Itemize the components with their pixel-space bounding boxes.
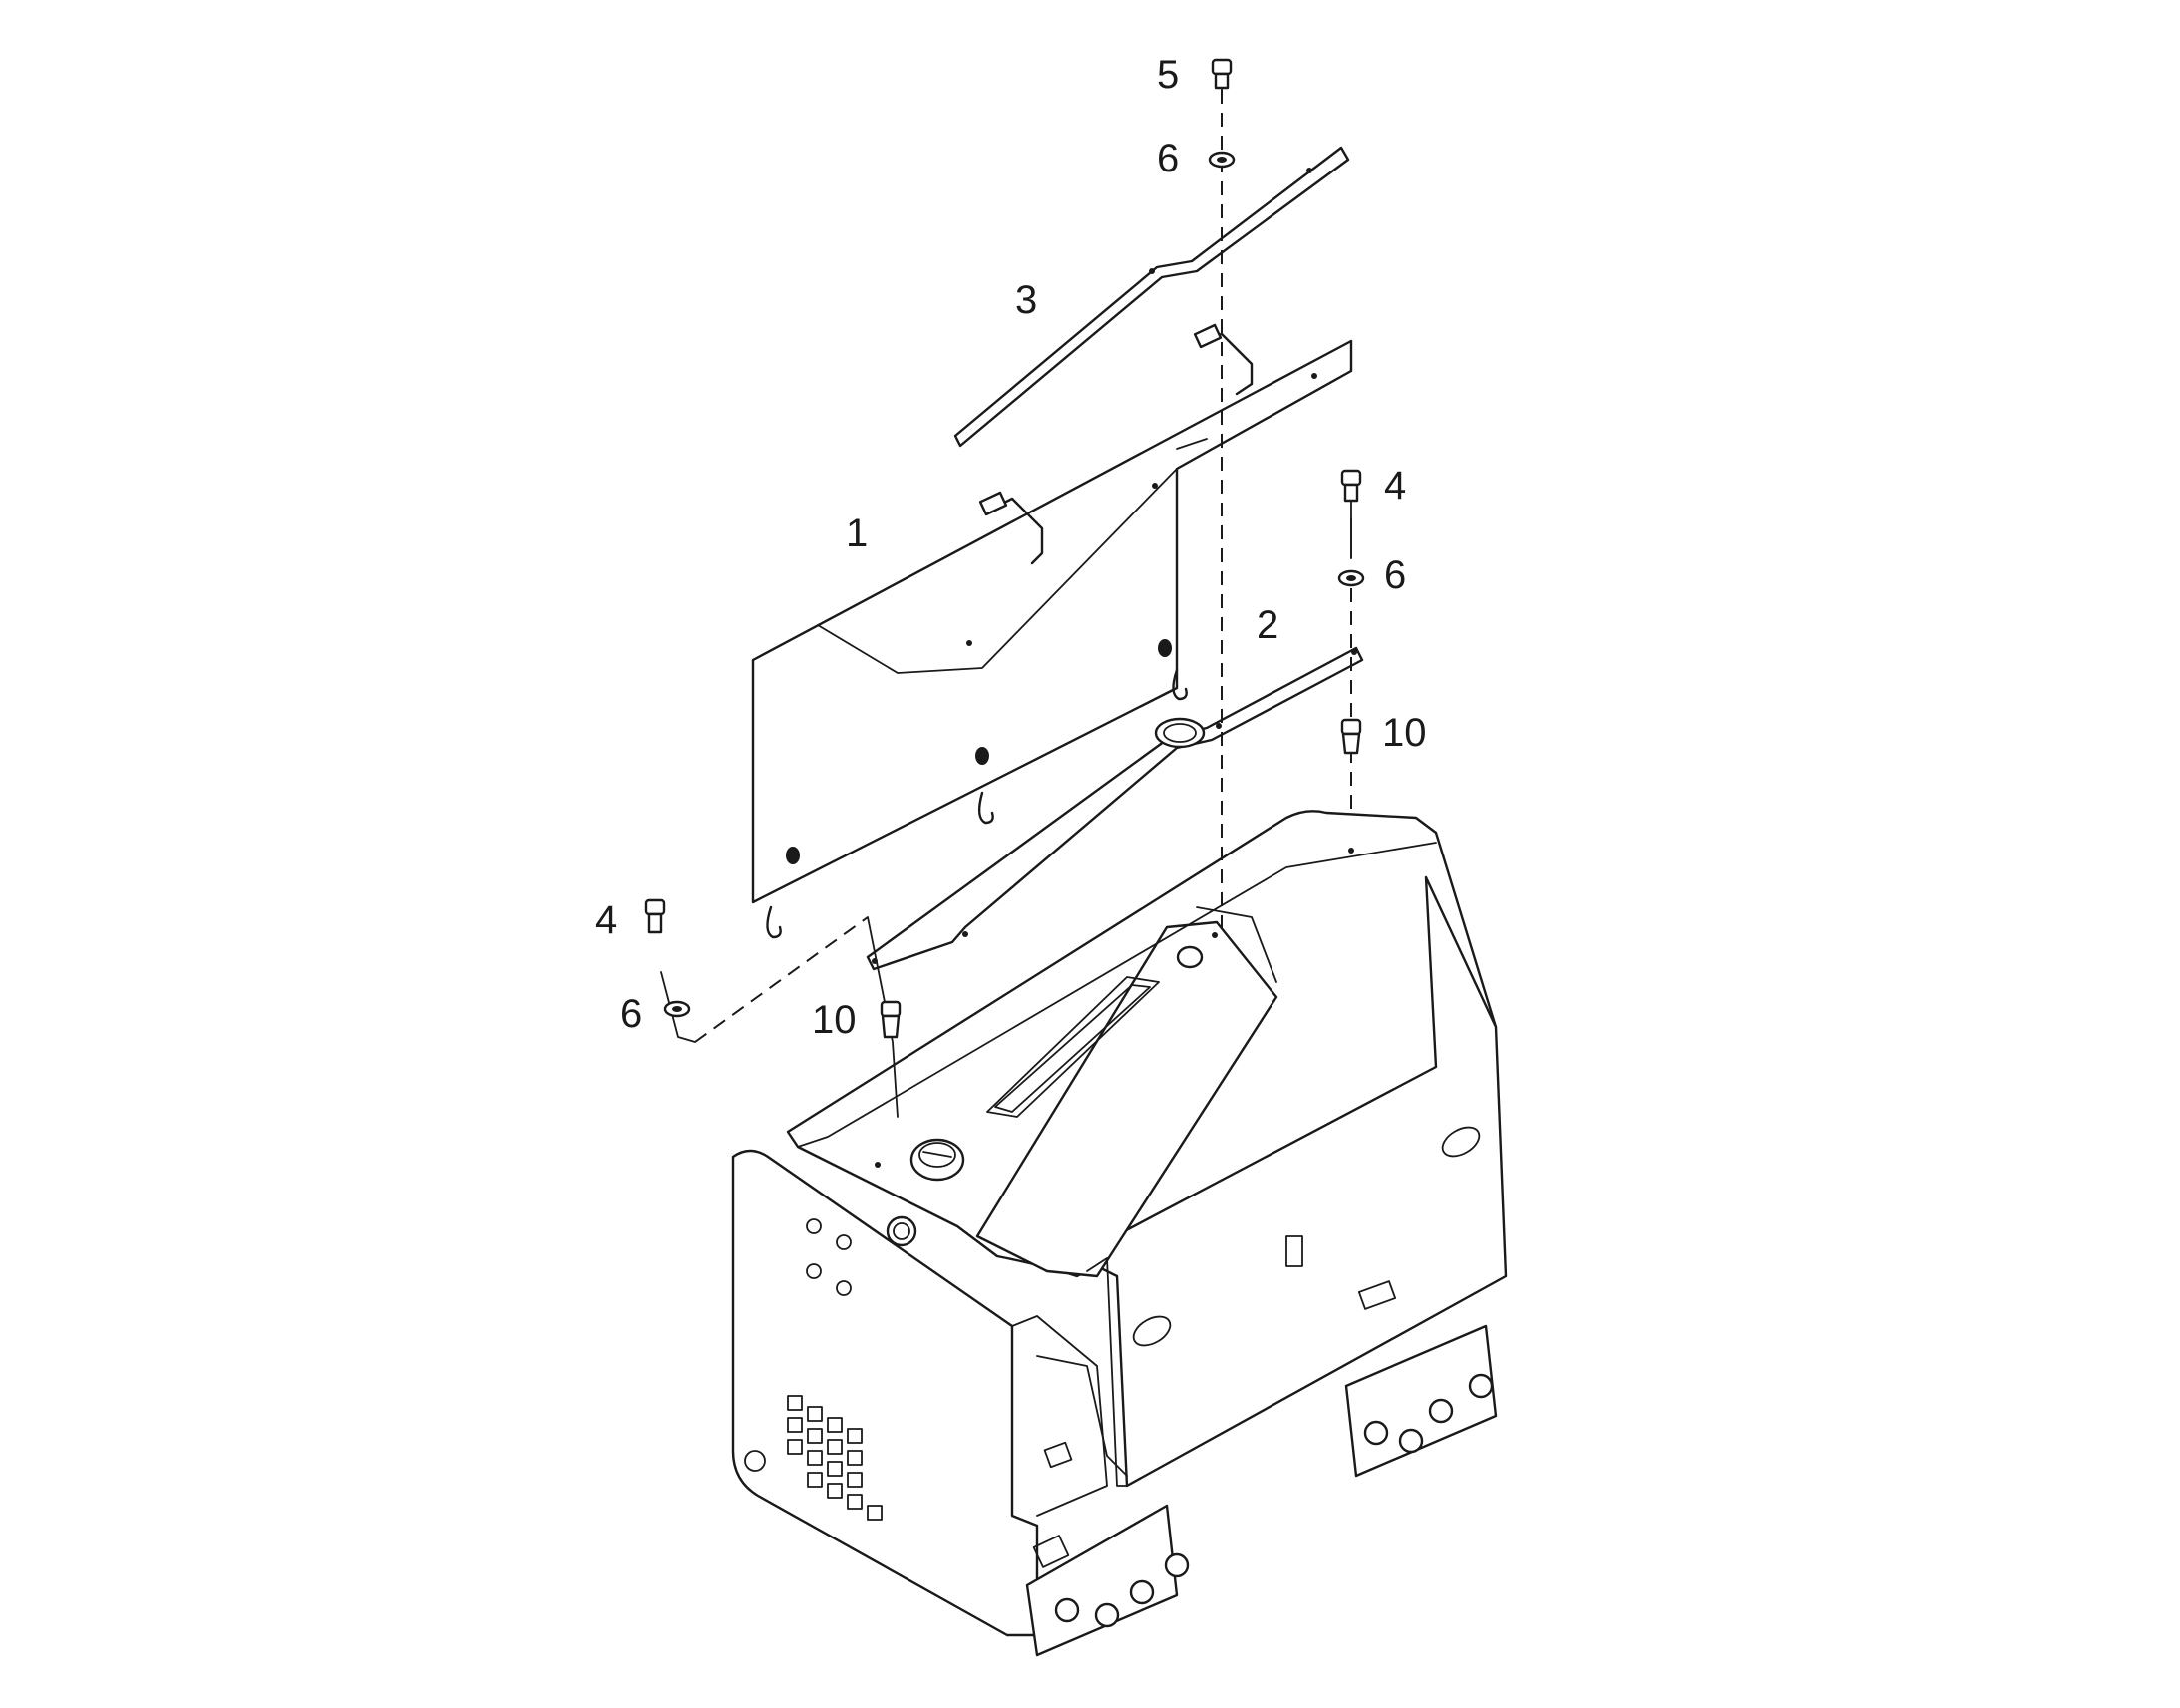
cover-hook	[977, 791, 994, 825]
tank-top-edge	[797, 842, 1437, 1148]
hydraulic-ports	[1054, 1373, 1494, 1628]
label-10b: 10	[812, 998, 857, 1042]
tank-lower-compartment	[1011, 1315, 1108, 1517]
side-oval	[1132, 1315, 1172, 1347]
mount-hole	[744, 1450, 766, 1472]
front-fitting	[806, 1263, 822, 1279]
cover-hole	[1158, 639, 1172, 657]
label-4b: 4	[595, 898, 617, 942]
vent-cap	[1176, 945, 1204, 969]
tank-ridge-inner	[986, 976, 1160, 1118]
label-3: 3	[1015, 278, 1037, 322]
fasteners	[644, 58, 1365, 1039]
vent-grille	[787, 1395, 883, 1521]
front-block-tab	[1032, 1535, 1070, 1568]
tank-step	[1086, 1257, 1128, 1487]
front-fitting	[806, 1218, 822, 1234]
fill-cap	[909, 1138, 965, 1182]
label-6b: 6	[1384, 553, 1406, 597]
tank-ridge-inner2	[994, 984, 1151, 1113]
side-bracket	[1285, 1235, 1303, 1267]
cover-hole	[786, 847, 800, 864]
bolt-icon	[1340, 469, 1362, 503]
tank-assembly	[731, 810, 1508, 1657]
callout-labels: 5 6 3 1 4 6 2 10 4 6 10	[595, 53, 1427, 1042]
label-4a: 4	[1384, 464, 1406, 508]
label-6c: 6	[620, 992, 642, 1036]
upper-strap	[953, 146, 1350, 448]
cover-hook	[766, 905, 782, 939]
label-2: 2	[1257, 603, 1278, 647]
spacer-icon	[880, 1000, 902, 1039]
upper-strap-body	[953, 146, 1350, 448]
tank-step2	[1036, 1355, 1128, 1477]
front-fitting	[836, 1280, 852, 1296]
front-fitting	[836, 1234, 852, 1250]
front-block-tab	[1043, 1441, 1073, 1469]
cover-plate	[751, 323, 1353, 939]
front-fitting-large	[886, 1215, 917, 1247]
label-6a: 6	[1157, 137, 1179, 180]
side-oval	[1441, 1126, 1481, 1158]
tank-top-edge2	[1196, 906, 1277, 983]
label-1: 1	[846, 512, 868, 555]
cover-hole	[975, 747, 989, 765]
tank-ridge	[975, 920, 1278, 1278]
tank-right-face	[1075, 875, 1508, 1488]
cover-hook	[1172, 668, 1188, 701]
spacer-icon	[1340, 718, 1362, 755]
lower-strap	[866, 646, 1364, 971]
bolt-icon	[644, 898, 666, 934]
bolt-icon	[1211, 58, 1233, 90]
side-bracket	[1357, 1280, 1397, 1310]
label-10a: 10	[1382, 711, 1427, 755]
label-5: 5	[1157, 53, 1179, 97]
front-port-block	[1025, 1504, 1179, 1657]
